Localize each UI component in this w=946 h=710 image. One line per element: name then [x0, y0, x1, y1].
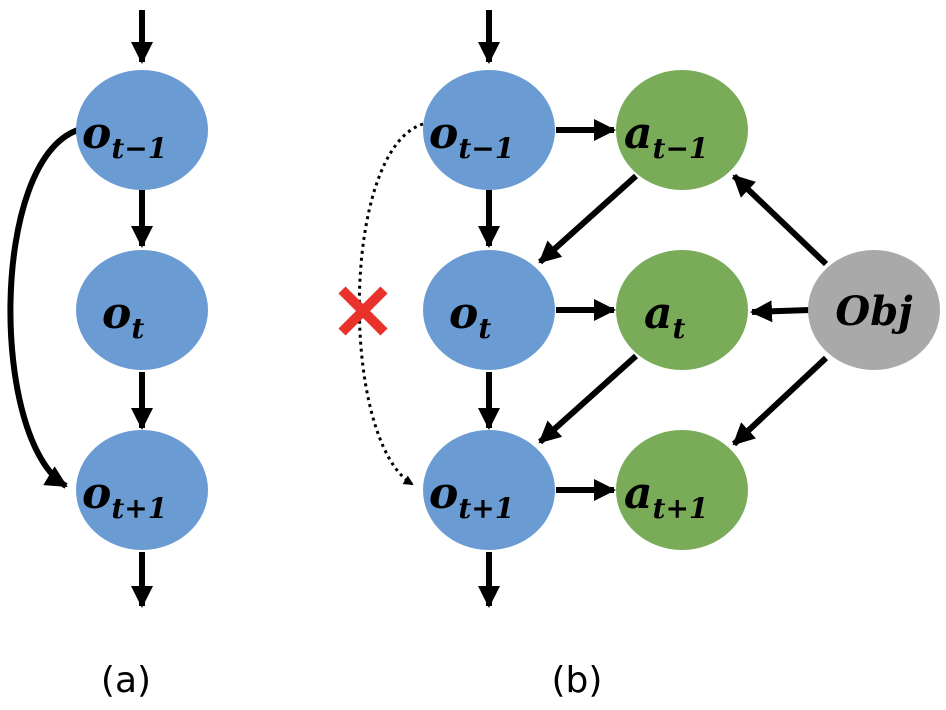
svg-text:ot: ot: [449, 288, 491, 345]
edge-b-obj-a3: [731, 355, 829, 447]
svg-text:ot: ot: [102, 288, 144, 345]
node-base: o: [429, 468, 458, 519]
node-base: a: [644, 288, 673, 339]
node-a-t-plus-1: at+1: [616, 430, 748, 550]
caption-b: (b): [552, 660, 603, 701]
cross-icon: [338, 286, 388, 336]
edge-b-a2-o3: [537, 353, 639, 445]
node-base: a: [624, 468, 653, 519]
node-a-t-minus-1: at−1: [616, 70, 748, 190]
caption-a: (a): [101, 660, 151, 701]
svg-text:ot−1: ot−1: [82, 108, 167, 165]
svg-text:at−1: at−1: [624, 108, 708, 165]
node-sub: t−1: [653, 132, 709, 165]
edge-a-o1-o3-skip: [7, 127, 80, 489]
svg-text:ot+1: ot+1: [82, 468, 167, 525]
node-sub: t: [673, 312, 686, 345]
node-obj: Obj: [808, 250, 940, 370]
obj-label: Obj: [835, 288, 913, 335]
node-base: o: [82, 108, 111, 159]
node-o-t-b: ot: [423, 250, 555, 370]
edge-b-a1-o2: [537, 173, 639, 265]
node-sub: t−1: [458, 132, 514, 165]
svg-text:ot+1: ot+1: [429, 468, 514, 525]
svg-text:at: at: [644, 288, 686, 345]
node-o-t-plus-1-b: ot+1: [423, 430, 555, 550]
node-sub: t+1: [111, 492, 167, 525]
svg-text:ot−1: ot−1: [429, 108, 514, 165]
node-a-t: at: [616, 250, 748, 370]
node-sub: t+1: [653, 492, 709, 525]
edge-b-obj-a1: [731, 173, 829, 267]
node-base: o: [82, 468, 111, 519]
node-base: o: [449, 288, 478, 339]
svg-text:at+1: at+1: [624, 468, 708, 525]
node-base: o: [102, 288, 131, 339]
node-o-t-a: ot: [76, 250, 208, 370]
node-base: o: [429, 108, 458, 159]
edge-b-obj-a2: [750, 300, 811, 323]
node-sub: t+1: [458, 492, 514, 525]
node-sub: t: [478, 312, 491, 345]
node-base: a: [624, 108, 653, 159]
panel-a: ot−1 ot ot+1 (a): [7, 10, 208, 701]
node-sub: t: [131, 312, 144, 345]
node-o-t-plus-1-a: ot+1: [76, 430, 208, 550]
panel-b: ot−1 ot ot+1 at−1 at at+1 Obj (b): [338, 10, 940, 701]
node-o-t-minus-1-b: ot−1: [423, 70, 555, 190]
node-o-t-minus-1-a: ot−1: [76, 70, 208, 190]
node-sub: t−1: [111, 132, 167, 165]
